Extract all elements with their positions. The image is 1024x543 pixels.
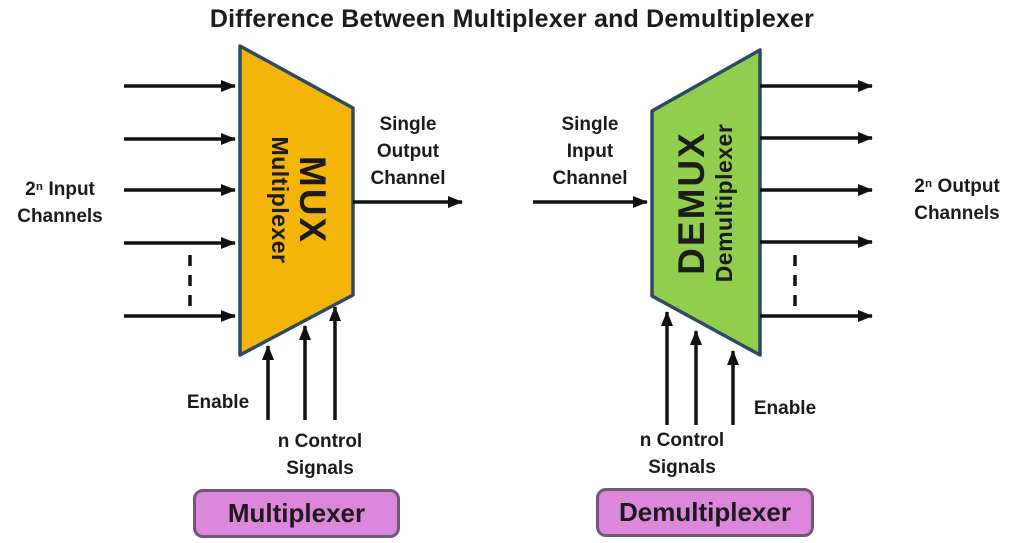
multiplexer-caption-text: Multiplexer [227,498,366,528]
demux-body-label: DEMUX Demultiplexer [671,123,737,283]
demux-outputs-label: 2ⁿ Output Channels [892,173,1022,227]
page-title: Difference Between Multiplexer and Demul… [209,5,815,33]
mux-output-label-line3: Channel [370,168,446,189]
demux-acronym: DEMUX [671,131,712,275]
demux-trapezoid [650,48,762,357]
mux-control-label-line1: n Control [277,431,363,452]
demux-input-label-line2: Input [566,141,614,162]
mux-output-label-line1: Single [379,114,437,135]
mux-output-label-line2: Output [376,141,440,162]
demux-control-label: n Control Signals [607,427,757,481]
demux-full-name: Demultiplexer [711,123,737,283]
mux-inputs-label: 2ⁿ Input Channels [8,176,112,230]
demultiplexer-caption-box: Demultiplexer [596,488,814,537]
demux-input-label-line1: Single [561,114,619,135]
mux-control-label-line2: Signals [286,458,354,479]
mux-output-label: Single Output Channel [353,111,463,192]
demux-control-label-line1: n Control [639,430,725,451]
demux-outputs-label-line1: 2ⁿ Output [914,176,1000,197]
mux-trapezoid [238,44,355,357]
demux-input-label-line3: Channel [552,168,628,189]
mux-control-label: n Control Signals [245,428,395,482]
demux-outputs-label-line2: Channels [914,203,1000,224]
mux-inputs-label-line2: Channels [17,206,103,227]
demux-input-label: Single Input Channel [535,111,645,192]
demux-control-label-line2: Signals [648,457,716,478]
demux-enable-label: Enable [753,398,817,419]
mux-body-label: MUX Multiplexer [267,136,333,264]
multiplexer-caption-box: Multiplexer [193,489,400,538]
demultiplexer-caption-text: Demultiplexer [619,497,791,527]
mux-full-name: Multiplexer [267,136,293,264]
mux-enable-label: Enable [186,392,250,413]
mux-inputs-label-line1: 2ⁿ Input [25,179,95,200]
mux-acronym: MUX [292,155,333,245]
